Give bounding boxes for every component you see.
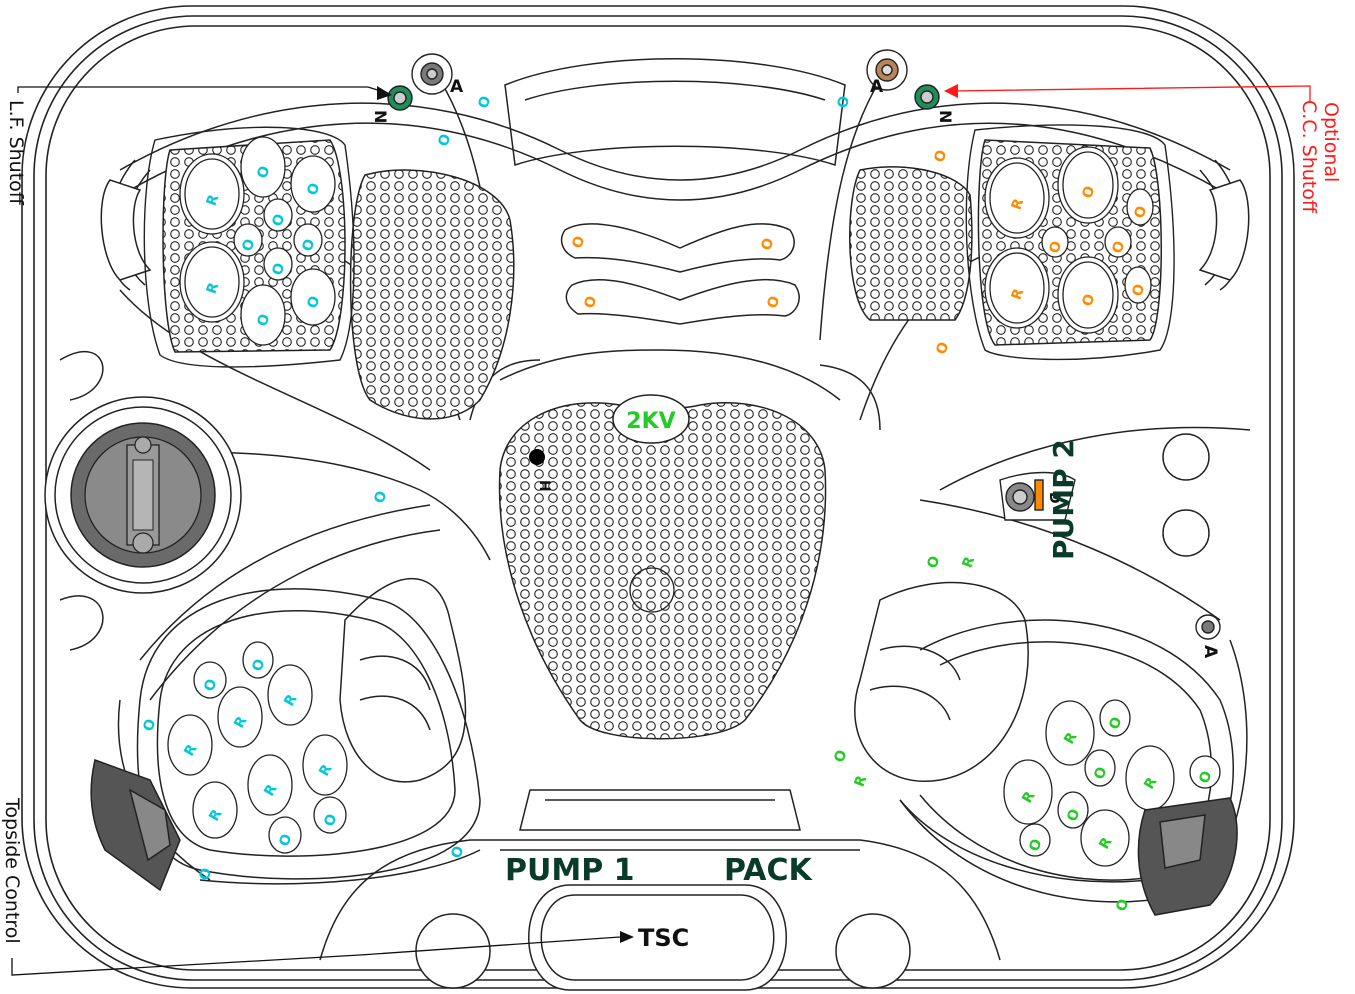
jet-letter-round: O <box>758 236 777 253</box>
jet-letter-round: O <box>764 294 783 311</box>
diverter-valve <box>999 471 1076 521</box>
jet-letter-round: O <box>931 148 950 165</box>
shutoff-label-left: N <box>371 110 390 123</box>
jet-letter-round: O <box>239 237 258 254</box>
pump1-jets-upper-left <box>179 136 336 346</box>
jet-letter-round: O <box>831 748 850 765</box>
jet-letter-rotating: R <box>852 773 871 789</box>
jet-letter-round: O <box>1091 765 1110 782</box>
light-label: H <box>536 480 552 492</box>
jet-letter-round: O <box>1113 897 1132 914</box>
jet-letter-round: O <box>1131 204 1150 221</box>
cupholders-right <box>1162 433 1210 557</box>
pump2-label: PUMP 2 <box>1047 439 1080 560</box>
jet-letter-round: O <box>581 294 600 311</box>
jet-letter-round: O <box>249 657 268 674</box>
jet-letter-round: O <box>299 237 318 254</box>
jet-letter-round: O <box>1079 292 1098 309</box>
jet-letter-round: O <box>1196 769 1215 786</box>
cc-shutoff-label: C.C. Shutoff <box>1298 100 1320 214</box>
jet-letter-round: O <box>371 489 390 506</box>
jet-letter-round: O <box>448 844 467 861</box>
jet-letter-round: O <box>269 212 288 229</box>
jet-letter-round: O <box>1026 837 1045 854</box>
pump1-jets-lower-left <box>167 641 348 854</box>
jet-letter-round: O <box>475 94 494 111</box>
lf-shutoff-label: L.F. Shutoff <box>5 100 27 206</box>
optional-label: Optional <box>1320 102 1342 182</box>
jet-letter-round: O <box>1106 715 1125 732</box>
shutoff-label-right: N <box>936 110 955 123</box>
light: H <box>529 449 552 492</box>
skimmer-left <box>44 396 242 594</box>
jet-letter-round: O <box>304 294 323 311</box>
jet-letter-round: O <box>1129 282 1148 299</box>
callouts <box>11 84 1311 976</box>
top-seat-outlines <box>143 124 1175 368</box>
dark-armrests <box>90 759 1238 916</box>
topside-control-label: Topside Control <box>1 797 23 944</box>
jet-letter-round: O <box>1064 807 1083 824</box>
2kv-label: 2KV <box>626 409 675 434</box>
air-controls-top <box>387 49 1221 640</box>
headrest-pockets <box>100 179 1250 281</box>
jet-letter-round: O <box>276 832 295 849</box>
jet-letter-round: O <box>569 234 588 251</box>
pump2-jets-upper-right <box>984 146 1154 334</box>
jet-letter-round: O <box>1046 239 1065 256</box>
jet-letter-round: O <box>1079 184 1098 201</box>
center-trough <box>560 223 800 325</box>
air-label-right: A <box>870 77 884 97</box>
2kv-valve: 2KV <box>612 394 690 444</box>
jet-letter-rotating: R <box>960 554 979 570</box>
pack-label: PACK <box>724 853 813 888</box>
jet-letter-round: O <box>254 312 273 329</box>
jet-letter-round: O <box>933 340 952 357</box>
jet-letter-round: O <box>196 866 215 883</box>
jet-letter-round: O <box>435 132 454 149</box>
text-labels: A A A N N D PUMP 2 PUMP 1 PACK TSC L.F. … <box>1 77 1342 952</box>
jet-letter-round: O <box>140 717 159 734</box>
jet-letter-round: O <box>924 554 943 571</box>
jet-letter-round: O <box>269 261 288 278</box>
jet-letter-round: O <box>254 164 273 181</box>
pump2-jets-lower-right <box>1003 699 1221 867</box>
jet-letter-round: O <box>834 94 853 111</box>
floor-drain <box>629 567 675 613</box>
jet-letter-round: O <box>321 812 340 829</box>
jet-letter-round: O <box>304 181 323 198</box>
jet-letter-round: O <box>201 677 220 694</box>
jet-letter-round: O <box>1109 239 1128 256</box>
air-label-side: A <box>1200 645 1220 659</box>
diverter-label: D <box>1046 492 1062 504</box>
pump1-label: PUMP 1 <box>505 853 635 888</box>
air-label-left: A <box>450 77 464 97</box>
tsc-label: TSC <box>638 924 689 952</box>
